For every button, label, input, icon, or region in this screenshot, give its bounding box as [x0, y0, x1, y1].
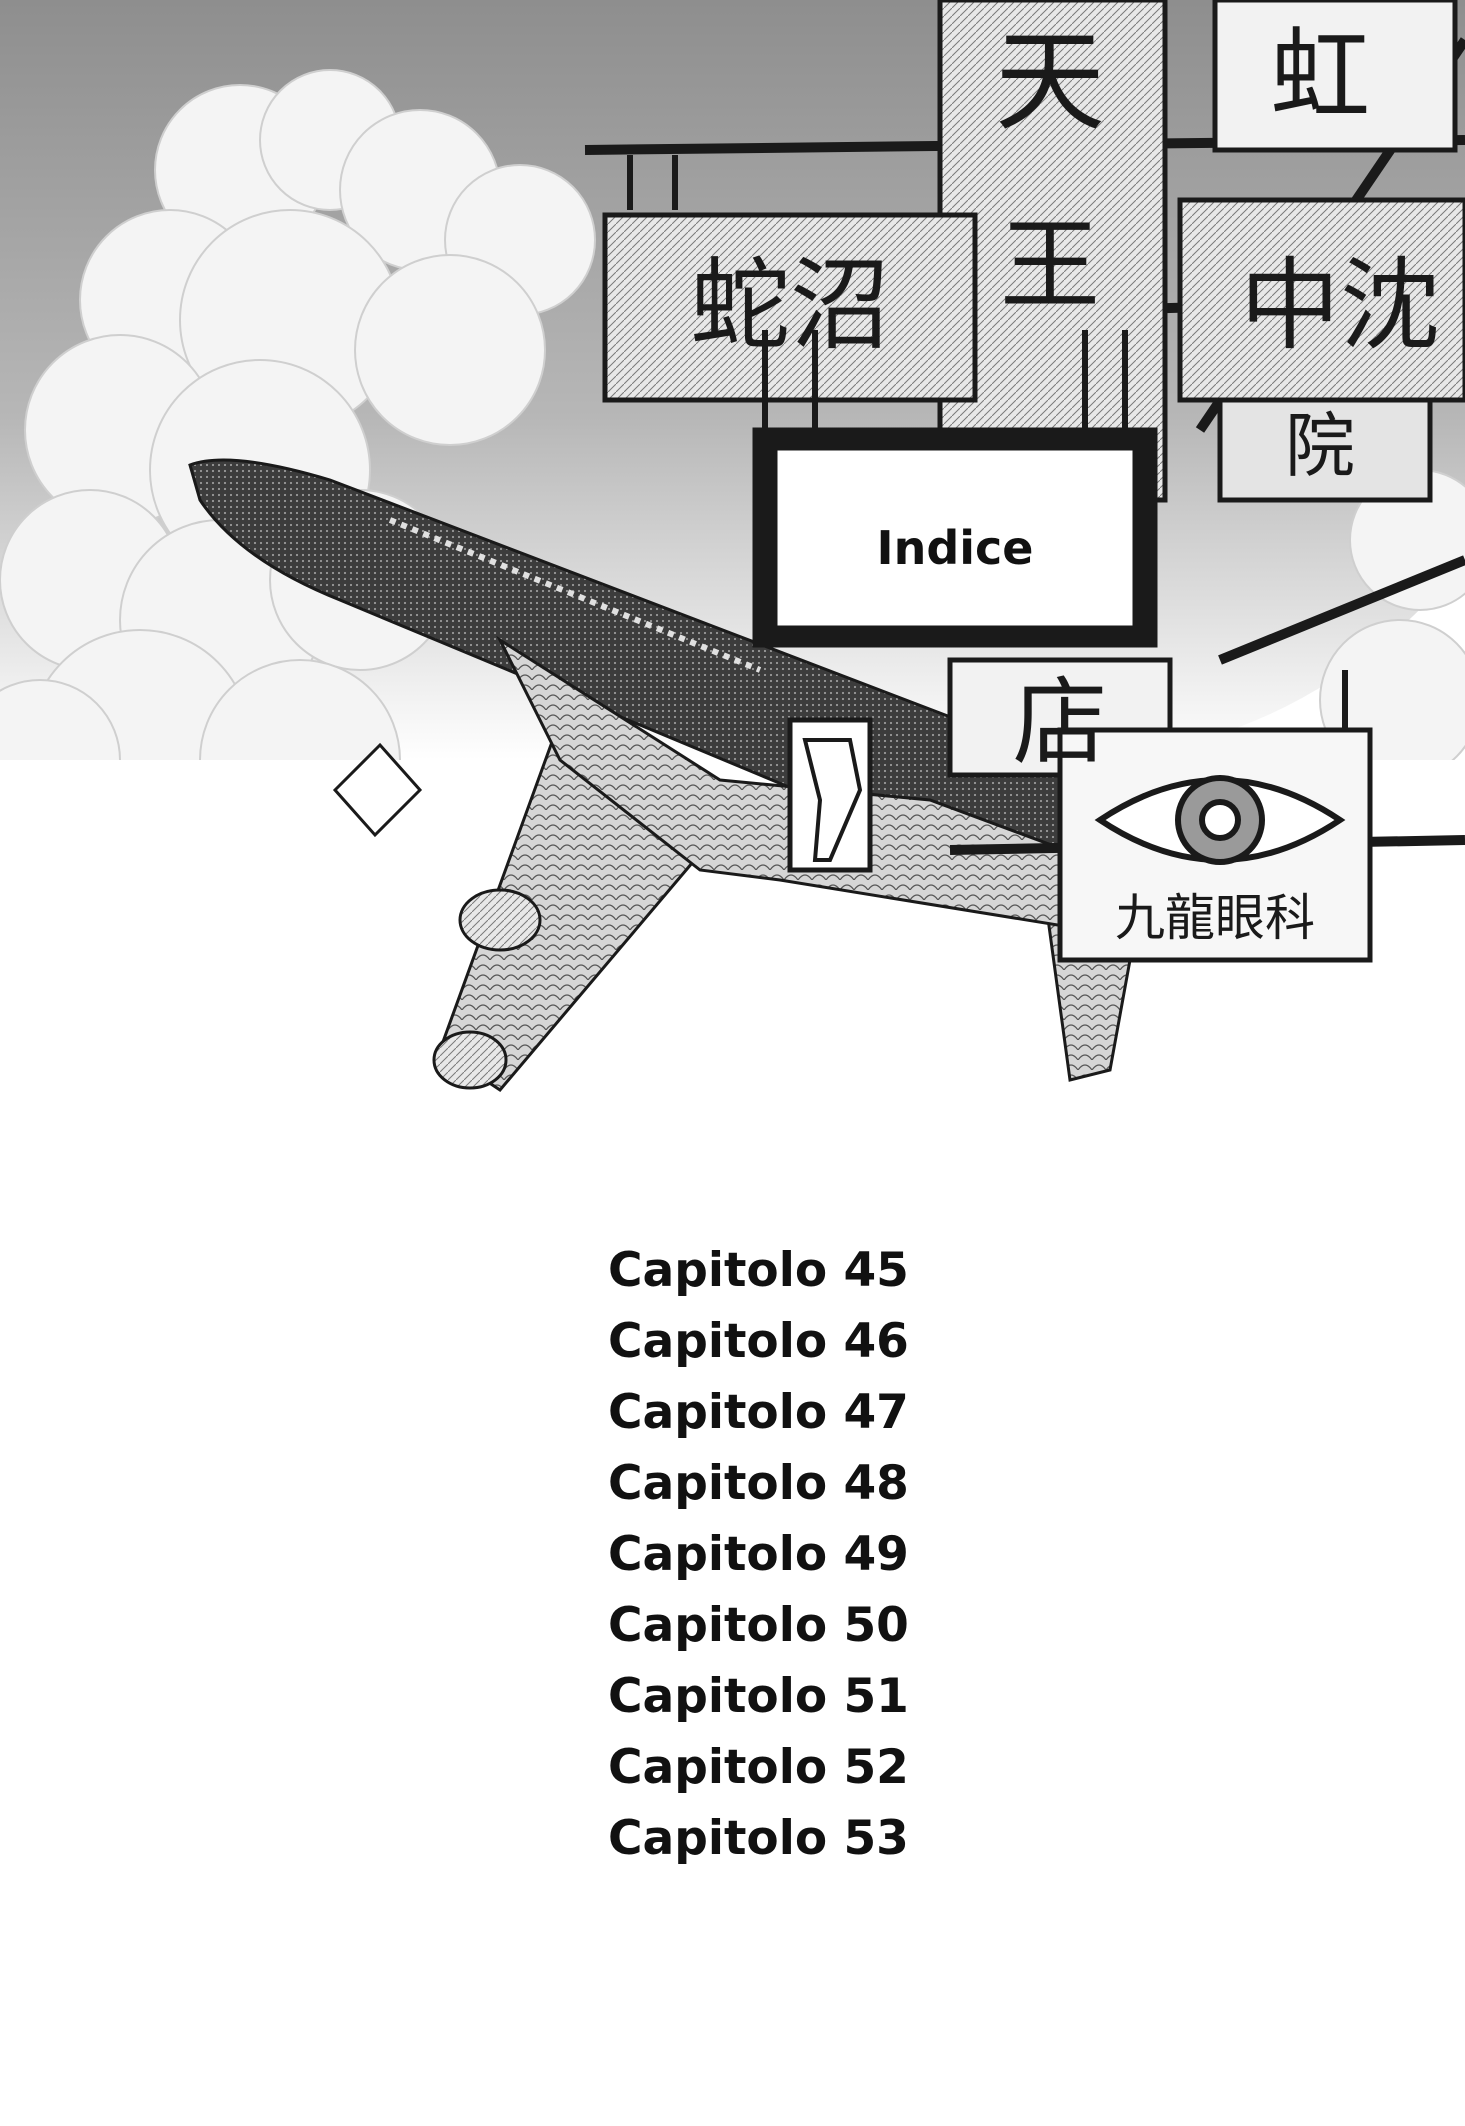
- chapter-item[interactable]: Capitolo 49: [608, 1527, 909, 1582]
- sign-lower-right: 院: [1285, 405, 1355, 487]
- chapter-item[interactable]: Capitolo 46: [608, 1314, 909, 1369]
- chapter-item[interactable]: Capitolo 45: [608, 1243, 909, 1298]
- sign-chains: [627, 155, 1348, 730]
- sign-middle-center: 王: [1000, 207, 1100, 324]
- chapter-item[interactable]: Capitolo 48: [608, 1456, 909, 1511]
- sign-top-right: 虹: [1270, 17, 1370, 134]
- sign-top-left: 蛇沼: [690, 247, 890, 364]
- floating-note: [332, 742, 423, 838]
- sign-top-center: 天: [995, 18, 1105, 146]
- chapter-item[interactable]: Capitolo 51: [608, 1669, 909, 1724]
- eye-icon: [1094, 775, 1346, 865]
- pointing-hand-icon: [802, 738, 863, 862]
- chapter-item[interactable]: Capitolo 50: [608, 1598, 909, 1653]
- sign-bottom-center: 店: [1012, 668, 1107, 778]
- shop-signs: [602, 0, 1465, 963]
- chapter-item[interactable]: Capitolo 52: [608, 1740, 909, 1795]
- chapter-item[interactable]: Capitolo 47: [608, 1385, 909, 1440]
- chapter-item[interactable]: Capitolo 53: [608, 1811, 909, 1866]
- sign-eye-clinic: 九龍眼科: [1115, 889, 1315, 947]
- index-title: Indice: [876, 521, 1034, 575]
- chapter-list: Capitolo 45 Capitolo 46 Capitolo 47 Capi…: [608, 1235, 1128, 1874]
- cover-illustration: 蛇沼 天 虹 王 中沈 院 店 九龍眼科: [0, 0, 1465, 1092]
- sign-middle-right: 中沈: [1240, 247, 1440, 364]
